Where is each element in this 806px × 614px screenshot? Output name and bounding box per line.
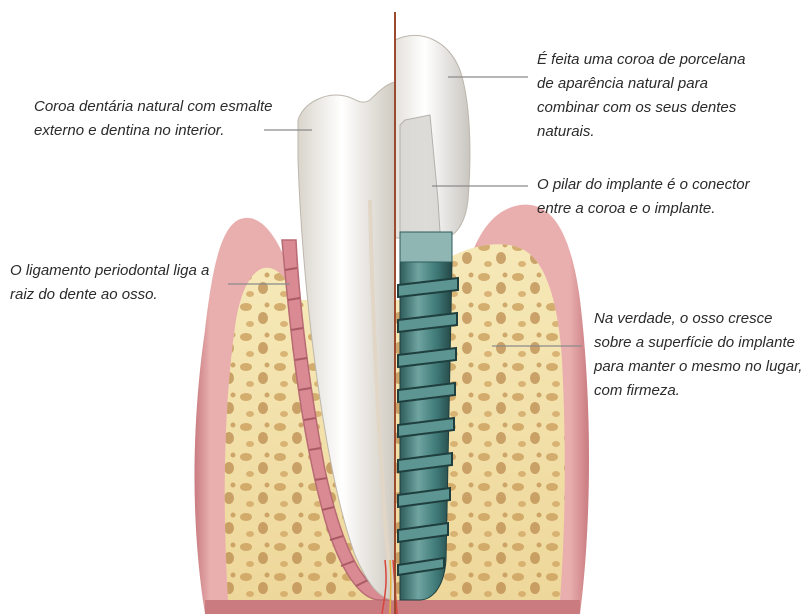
label-bone-growth: Na verdade, o osso cresce sobre a superf… — [594, 307, 804, 403]
label-periodontal-ligament: O ligamento periodontal liga a raiz do d… — [10, 259, 230, 307]
gum-base — [205, 600, 580, 614]
bone-right-pores — [445, 244, 565, 600]
label-porcelain-crown: É feita uma coroa de porcelana de aparên… — [537, 48, 757, 144]
label-natural-crown: Coroa dentária natural com esmalte exter… — [34, 95, 274, 143]
label-implant-abutment: O pilar do implante é o conector entre a… — [537, 173, 777, 221]
